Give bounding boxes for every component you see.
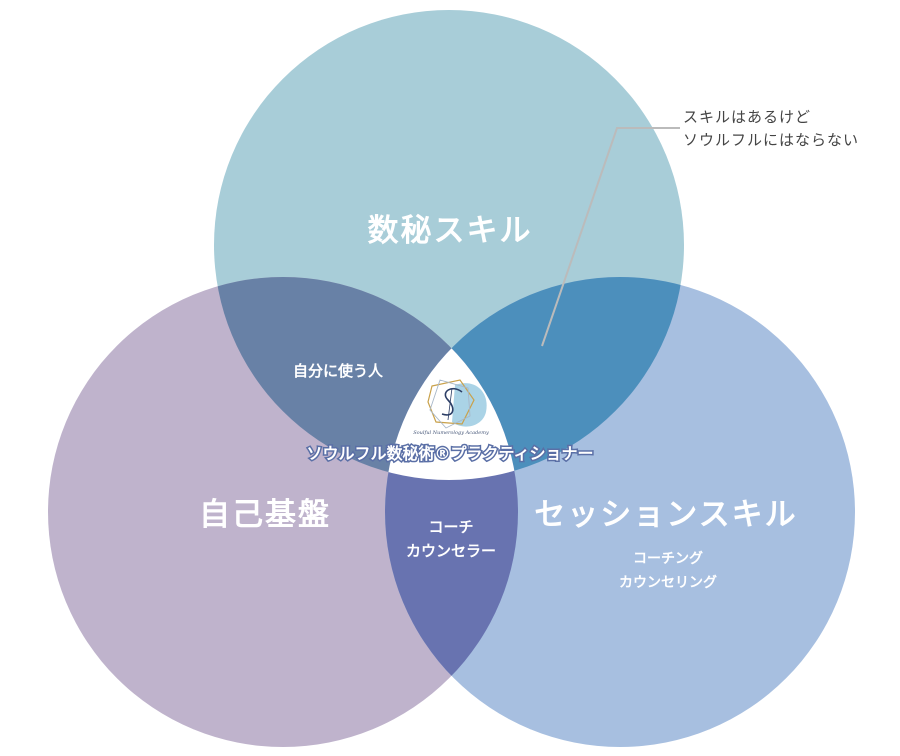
label-right-circle: セッションスキル (534, 497, 797, 533)
label-left-right-overlap-1: コーチ (428, 518, 473, 536)
logo-text: Soulful Numerology Academy (413, 430, 489, 436)
label-right-sub-1: コーチング (633, 550, 703, 567)
overlap-top-right (385, 277, 684, 480)
label-left-circle: 自己基盤 (199, 497, 331, 533)
callout-line-1: スキルはあるけど (683, 108, 811, 126)
label-right-sub-2: カウンセリング (619, 574, 717, 591)
callout-line (541, 127, 680, 347)
soulful-s-logo-icon (427, 379, 487, 429)
label-top-circle: 数秘スキル (368, 213, 533, 249)
label-left-right-overlap-2: カウンセラー (406, 542, 496, 560)
label-top-left-overlap: 自分に使う人 (293, 362, 384, 380)
callout-line-2: ソウルフルにはならない (683, 131, 859, 149)
center-title: ソウルフル数秘術®プラクティショナー (306, 444, 593, 463)
overlap-top-left (214, 277, 518, 480)
